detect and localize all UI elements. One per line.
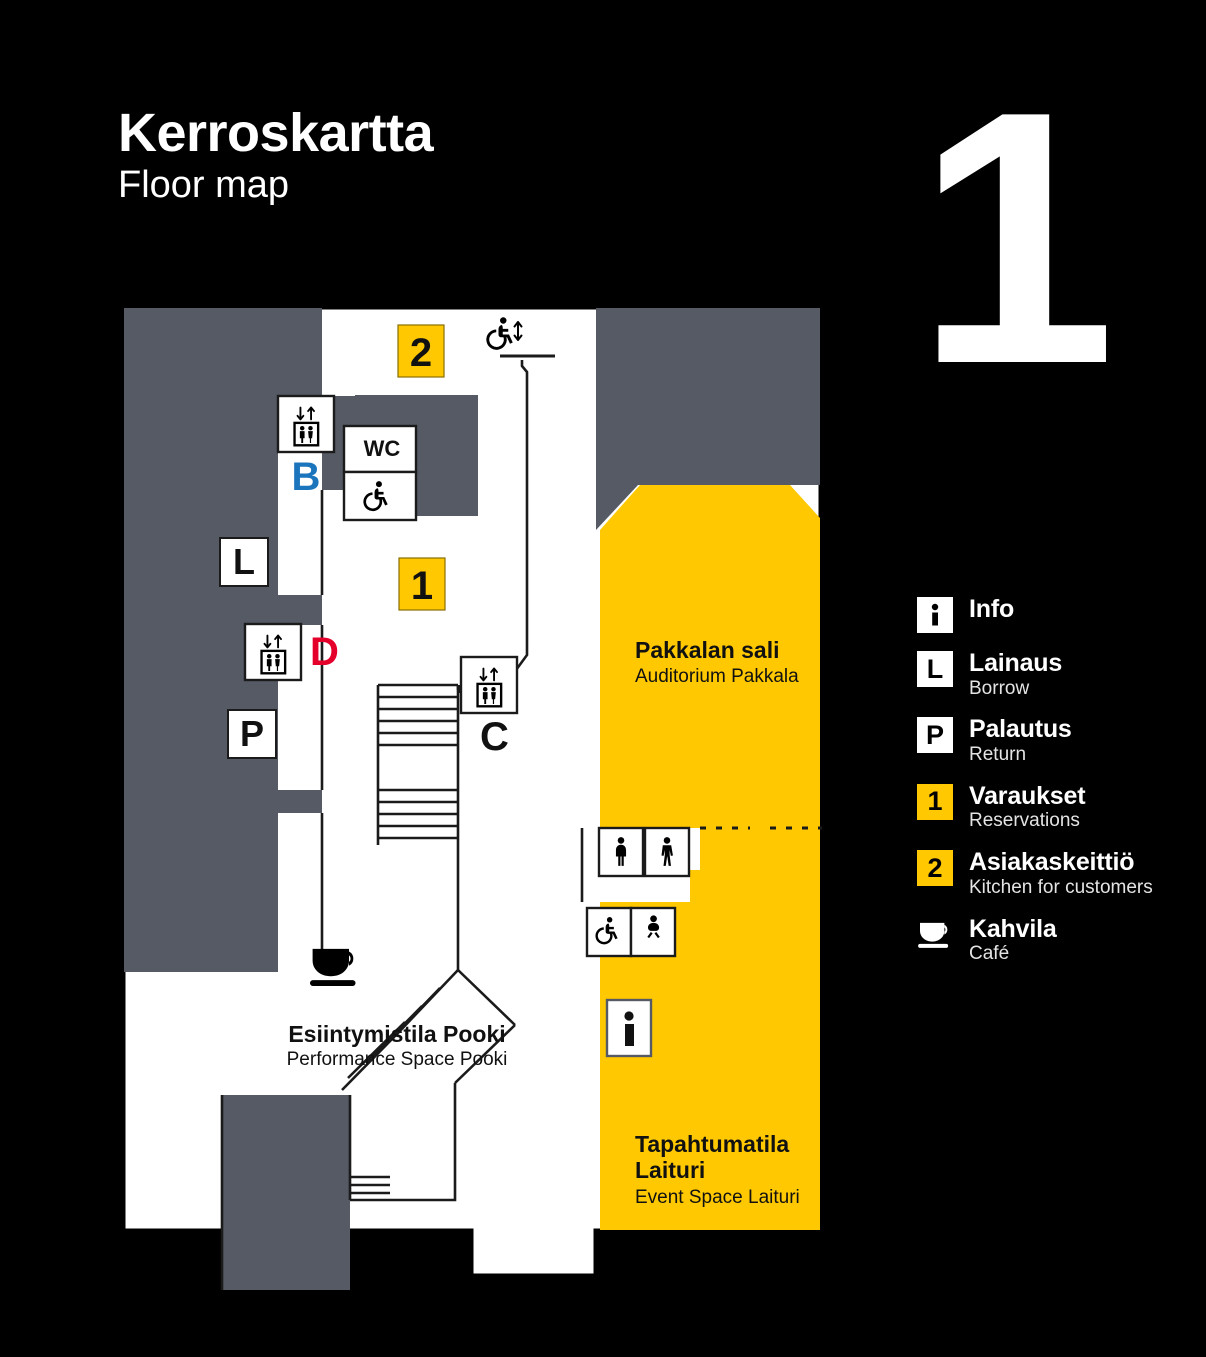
borrow-marker: L [219,537,269,587]
return-marker: P [227,709,277,759]
wc-men [643,826,691,878]
wc-label: WC [364,436,401,461]
return-marker-label: P [240,713,264,754]
legend-item-cafe[interactable]: Kahvila Café [917,915,1187,965]
reservations-marker-label: 1 [411,564,433,608]
info-icon [917,597,953,633]
info-marker [605,998,653,1058]
legend-item-reservations[interactable]: 1 Varaukset Reservations [917,782,1187,832]
room-tapahtumatila-en: Event Space Laituri [635,1187,800,1208]
kitchen-marker-label: 2 [410,331,432,375]
legend-item-cafe-en: Café [969,943,1010,965]
reservations-badge: 1 [917,783,953,820]
coffee-cup-icon [917,917,953,953]
elevator-d-label: D [310,630,339,674]
legend-item-kitchen[interactable]: 2 Asiakaskeittiö Kitchen for customers [917,848,1187,898]
legend-item-kitchen-fi: Asiakaskeittiö [969,848,1135,877]
legend-item-borrow-fi: Lainaus [969,649,1063,677]
elevator-b-label: B [292,455,321,499]
legend-item-return-en: Return [969,743,1027,765]
reservations-marker: 1 [398,557,446,611]
elevator-c-label: C [480,715,509,759]
legend-item-borrow-en: Borrow [969,677,1030,699]
room-labels: Pakkalan sali Auditorium Pakkala Tapahtu… [287,637,800,1208]
legend-item-borrow[interactable]: L Lainaus Borrow [917,649,1187,699]
legend-item-kitchen-en: Kitchen for customers [969,876,1153,898]
map-walls [220,354,822,1290]
legend-item-return[interactable]: P Palautus Return [917,715,1187,765]
kitchen-marker: 2 [397,324,445,378]
room-tapahtumatila-fi-2: Laituri [635,1157,705,1183]
room-esiintymistila-en: Performance Space Pooki [287,1049,508,1070]
borrow-marker-label: L [233,541,255,582]
return-badge: P [917,717,953,754]
elevator-b: B [276,394,336,499]
wc-accessible-baby [585,906,677,958]
page-title: Kerroskartta [118,103,434,163]
legend-item-reservations-en: Reservations [969,810,1080,832]
kitchen-badge: 2 [917,850,953,887]
room-tapahtumatila-fi-1: Tapahtumatila [635,1131,789,1157]
room-pakkalan-sali-en: Auditorium Pakkala [635,666,799,687]
room-esiintymistila-fi: Esiintymistila Pooki [288,1021,505,1047]
elevator-c: C [459,655,519,759]
wc-rooms: WC [342,424,418,522]
legend-item-reservations-fi: Varaukset [969,781,1086,810]
legend-item-info[interactable]: Info [917,595,1187,633]
floor-map: B D C L P WC 2 1 [110,300,840,1290]
legend-item-cafe-fi: Kahvila [969,914,1057,943]
page-subtitle: Floor map [118,163,290,206]
room-pakkalan-sali-fi: Pakkalan sali [635,637,780,663]
accessible-lift-top [486,315,523,350]
elevator-d: D [243,622,339,682]
page-header: Kerroskartta Floor map [118,105,718,207]
legend-item-return-fi: Palautus [969,715,1072,744]
borrow-badge: L [917,651,953,687]
floor-number-badge: 1 [915,37,1116,439]
wc-women [597,826,645,878]
map-legend: Info L Lainaus Borrow P Palautus Return … [917,595,1187,981]
legend-item-info-fi: Info [969,595,1015,623]
